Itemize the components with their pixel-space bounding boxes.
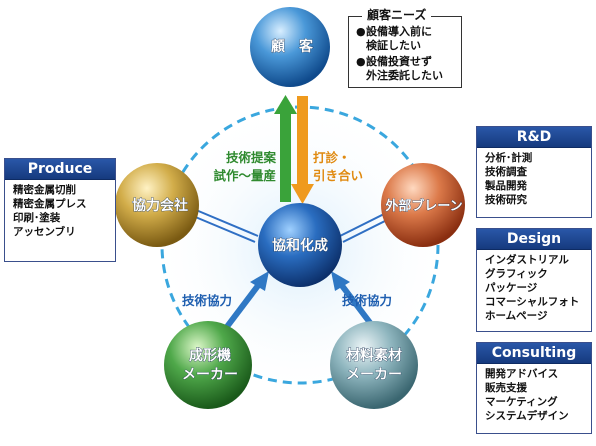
material-maker-label-2: メーカー bbox=[346, 367, 402, 383]
needs-item-2-line2: 外注委託したい bbox=[366, 69, 443, 82]
rnd-item: 技術調査 bbox=[485, 166, 527, 178]
consulting-item: 販売支援 bbox=[485, 382, 527, 394]
needs-item-2-line1: 設備投資せず bbox=[366, 55, 432, 68]
molding-maker-node bbox=[164, 321, 252, 409]
material-maker-node bbox=[330, 321, 418, 409]
needs-item-2-cont: 外注委託したい bbox=[366, 69, 443, 83]
brain-node bbox=[381, 163, 465, 247]
molding-maker-label-1: 成形機 bbox=[189, 347, 231, 364]
rnd-item: 製品開発 bbox=[485, 180, 527, 192]
design-item: ホームページ bbox=[485, 310, 548, 322]
consulting-item: 開発アドバイス bbox=[485, 368, 559, 380]
design-panel: Design インダストリアル グラフィック パッケージ コマーシャルフォト ホ… bbox=[476, 228, 592, 332]
produce-title: Produce bbox=[5, 159, 115, 180]
center-label: 協和化成 bbox=[272, 237, 328, 254]
design-title: Design bbox=[477, 229, 591, 250]
material-maker-label-1: 材料素材 bbox=[346, 347, 402, 364]
consulting-item: システムデザイン bbox=[485, 410, 569, 422]
orange-label-2: 引き合い bbox=[313, 168, 363, 183]
brain-label: 外部ブレーン bbox=[384, 198, 462, 214]
design-item: グラフィック bbox=[485, 268, 548, 280]
partner-node bbox=[115, 163, 199, 247]
tech-cooperation-right: 技術協力 bbox=[342, 293, 392, 308]
produce-item: 印刷･塗装 bbox=[13, 212, 61, 224]
rnd-item: 技術研究 bbox=[485, 194, 527, 206]
connector-center-left bbox=[192, 209, 259, 243]
needs-item-1: ●設備導入前に bbox=[356, 25, 432, 39]
design-item: インダストリアル bbox=[485, 254, 569, 266]
design-item: コマーシャルフォト bbox=[485, 296, 580, 308]
rnd-title: R&D bbox=[477, 127, 591, 148]
needs-item-1-cont: 検証したい bbox=[366, 39, 421, 53]
needs-item-1-line1: 設備導入前に bbox=[366, 25, 432, 38]
rnd-item: 分析･計測 bbox=[485, 152, 533, 164]
produce-item: 精密金属切削 bbox=[13, 184, 76, 196]
produce-item: 精密金属プレス bbox=[13, 198, 87, 210]
partner-label: 協力会社 bbox=[132, 197, 188, 214]
tech-cooperation-left: 技術協力 bbox=[182, 293, 232, 308]
green-label-1: 技術提案 bbox=[226, 150, 277, 165]
green-label-2: 試作～量産 bbox=[213, 168, 276, 183]
consulting-item: マーケティング bbox=[485, 396, 558, 408]
needs-item-1-line2: 検証したい bbox=[366, 39, 421, 52]
produce-panel: Produce 精密金属切削 精密金属プレス 印刷･塗装 アッセンブリ bbox=[4, 158, 116, 262]
orange-arrow bbox=[291, 96, 314, 204]
center-node bbox=[258, 203, 342, 287]
arrow-bottom-left bbox=[223, 271, 269, 330]
orange-label-1: 打診・ bbox=[313, 150, 351, 165]
customer-node bbox=[250, 7, 330, 87]
design-item: パッケージ bbox=[485, 282, 538, 294]
produce-item: アッセンブリ bbox=[13, 226, 76, 238]
molding-maker-label-2: メーカー bbox=[182, 367, 238, 383]
rnd-panel: R&D 分析･計測 技術調査 製品開発 技術研究 bbox=[476, 126, 592, 218]
customer-label: 顧 客 bbox=[271, 38, 314, 55]
bullet-icon: ● bbox=[356, 55, 366, 68]
consulting-title: Consulting bbox=[477, 343, 591, 364]
arrow-bottom-right bbox=[331, 271, 377, 330]
bullet-icon: ● bbox=[356, 25, 366, 38]
consulting-panel: Consulting 開発アドバイス 販売支援 マーケティング システムデザイン bbox=[476, 342, 592, 434]
customer-needs-title: 顧客ニーズ bbox=[362, 6, 432, 23]
green-arrow bbox=[274, 95, 297, 202]
needs-item-2: ●設備投資せず bbox=[356, 55, 432, 69]
